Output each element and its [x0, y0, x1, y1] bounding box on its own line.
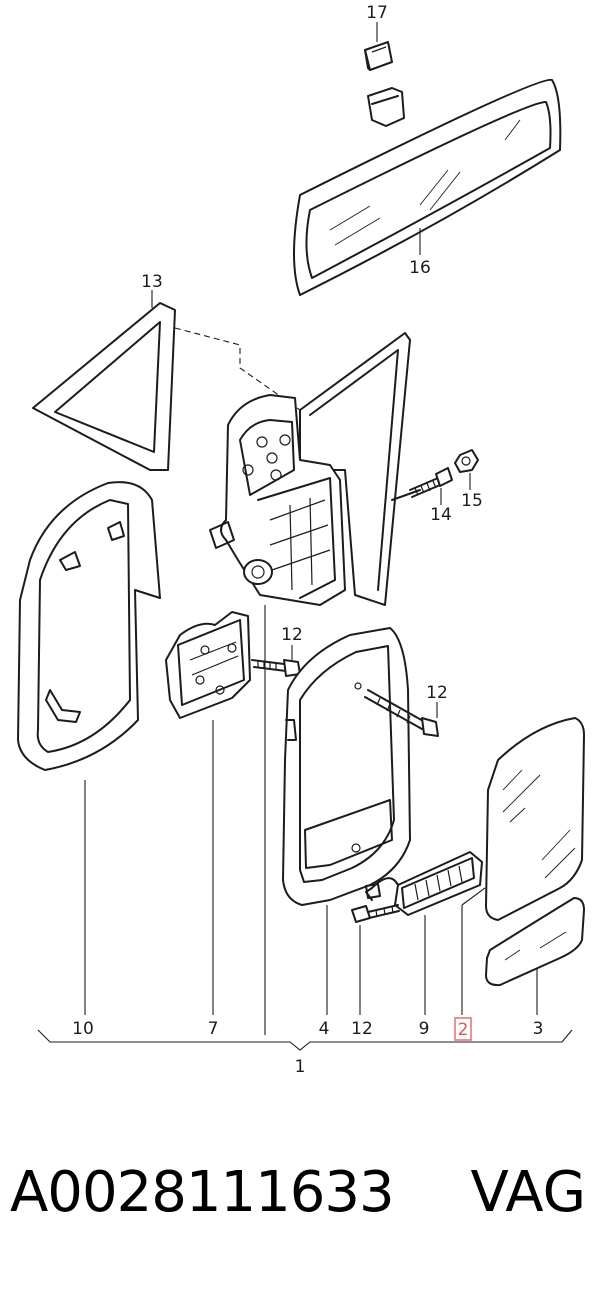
callout-9: 9	[419, 1019, 430, 1039]
part-3-blindspot-glass	[485, 897, 585, 1015]
part-10-mirror-cap	[17, 481, 161, 1015]
callout-14: 14	[430, 505, 452, 525]
part-4-mirror-frame	[282, 627, 411, 1015]
callout-16: 16	[409, 258, 431, 278]
callout-15: 15	[461, 491, 483, 511]
callout-10: 10	[72, 1019, 94, 1039]
callout-13: 13	[141, 272, 163, 292]
brand-label: VAG	[470, 1160, 586, 1225]
callout-4: 4	[319, 1019, 330, 1039]
callout-12-c: 12	[351, 1019, 373, 1039]
part-2-mirror-glass	[461, 717, 585, 1015]
callout-7: 7	[208, 1019, 219, 1039]
part-7-adjuster-plate	[165, 611, 251, 1015]
callout-12-b: 12	[426, 683, 448, 703]
mirror-base-bracket	[209, 332, 421, 1035]
part-16-interior-mirror	[293, 78, 562, 296]
part-12-screw-c	[351, 904, 400, 1015]
part-number: A0028111633	[10, 1160, 395, 1225]
callout-1: 1	[295, 1057, 306, 1077]
callout-2-highlight-box	[454, 1017, 472, 1041]
callout-2: 2	[458, 1020, 469, 1040]
exploded-parts-diagram: 17 16 13 14 15 12 12 10 7 4 12 9 2 3 1	[17, 3, 585, 1077]
part-14-bolt	[409, 467, 453, 505]
part-15-nut	[454, 449, 479, 490]
callout-17: 17	[366, 3, 388, 23]
part-12-screw-a	[251, 645, 301, 677]
assembly-bracket-1	[37, 1029, 573, 1051]
footer: A0028111633 VAG	[0, 1160, 600, 1240]
part-9-turn-signal	[365, 851, 483, 1015]
part-12-screw-b	[364, 689, 439, 737]
part-17-mount-clip	[364, 22, 393, 71]
callout-3: 3	[533, 1019, 544, 1039]
part-13-triangle-trim	[32, 290, 301, 471]
callout-12-a: 12	[281, 625, 303, 645]
